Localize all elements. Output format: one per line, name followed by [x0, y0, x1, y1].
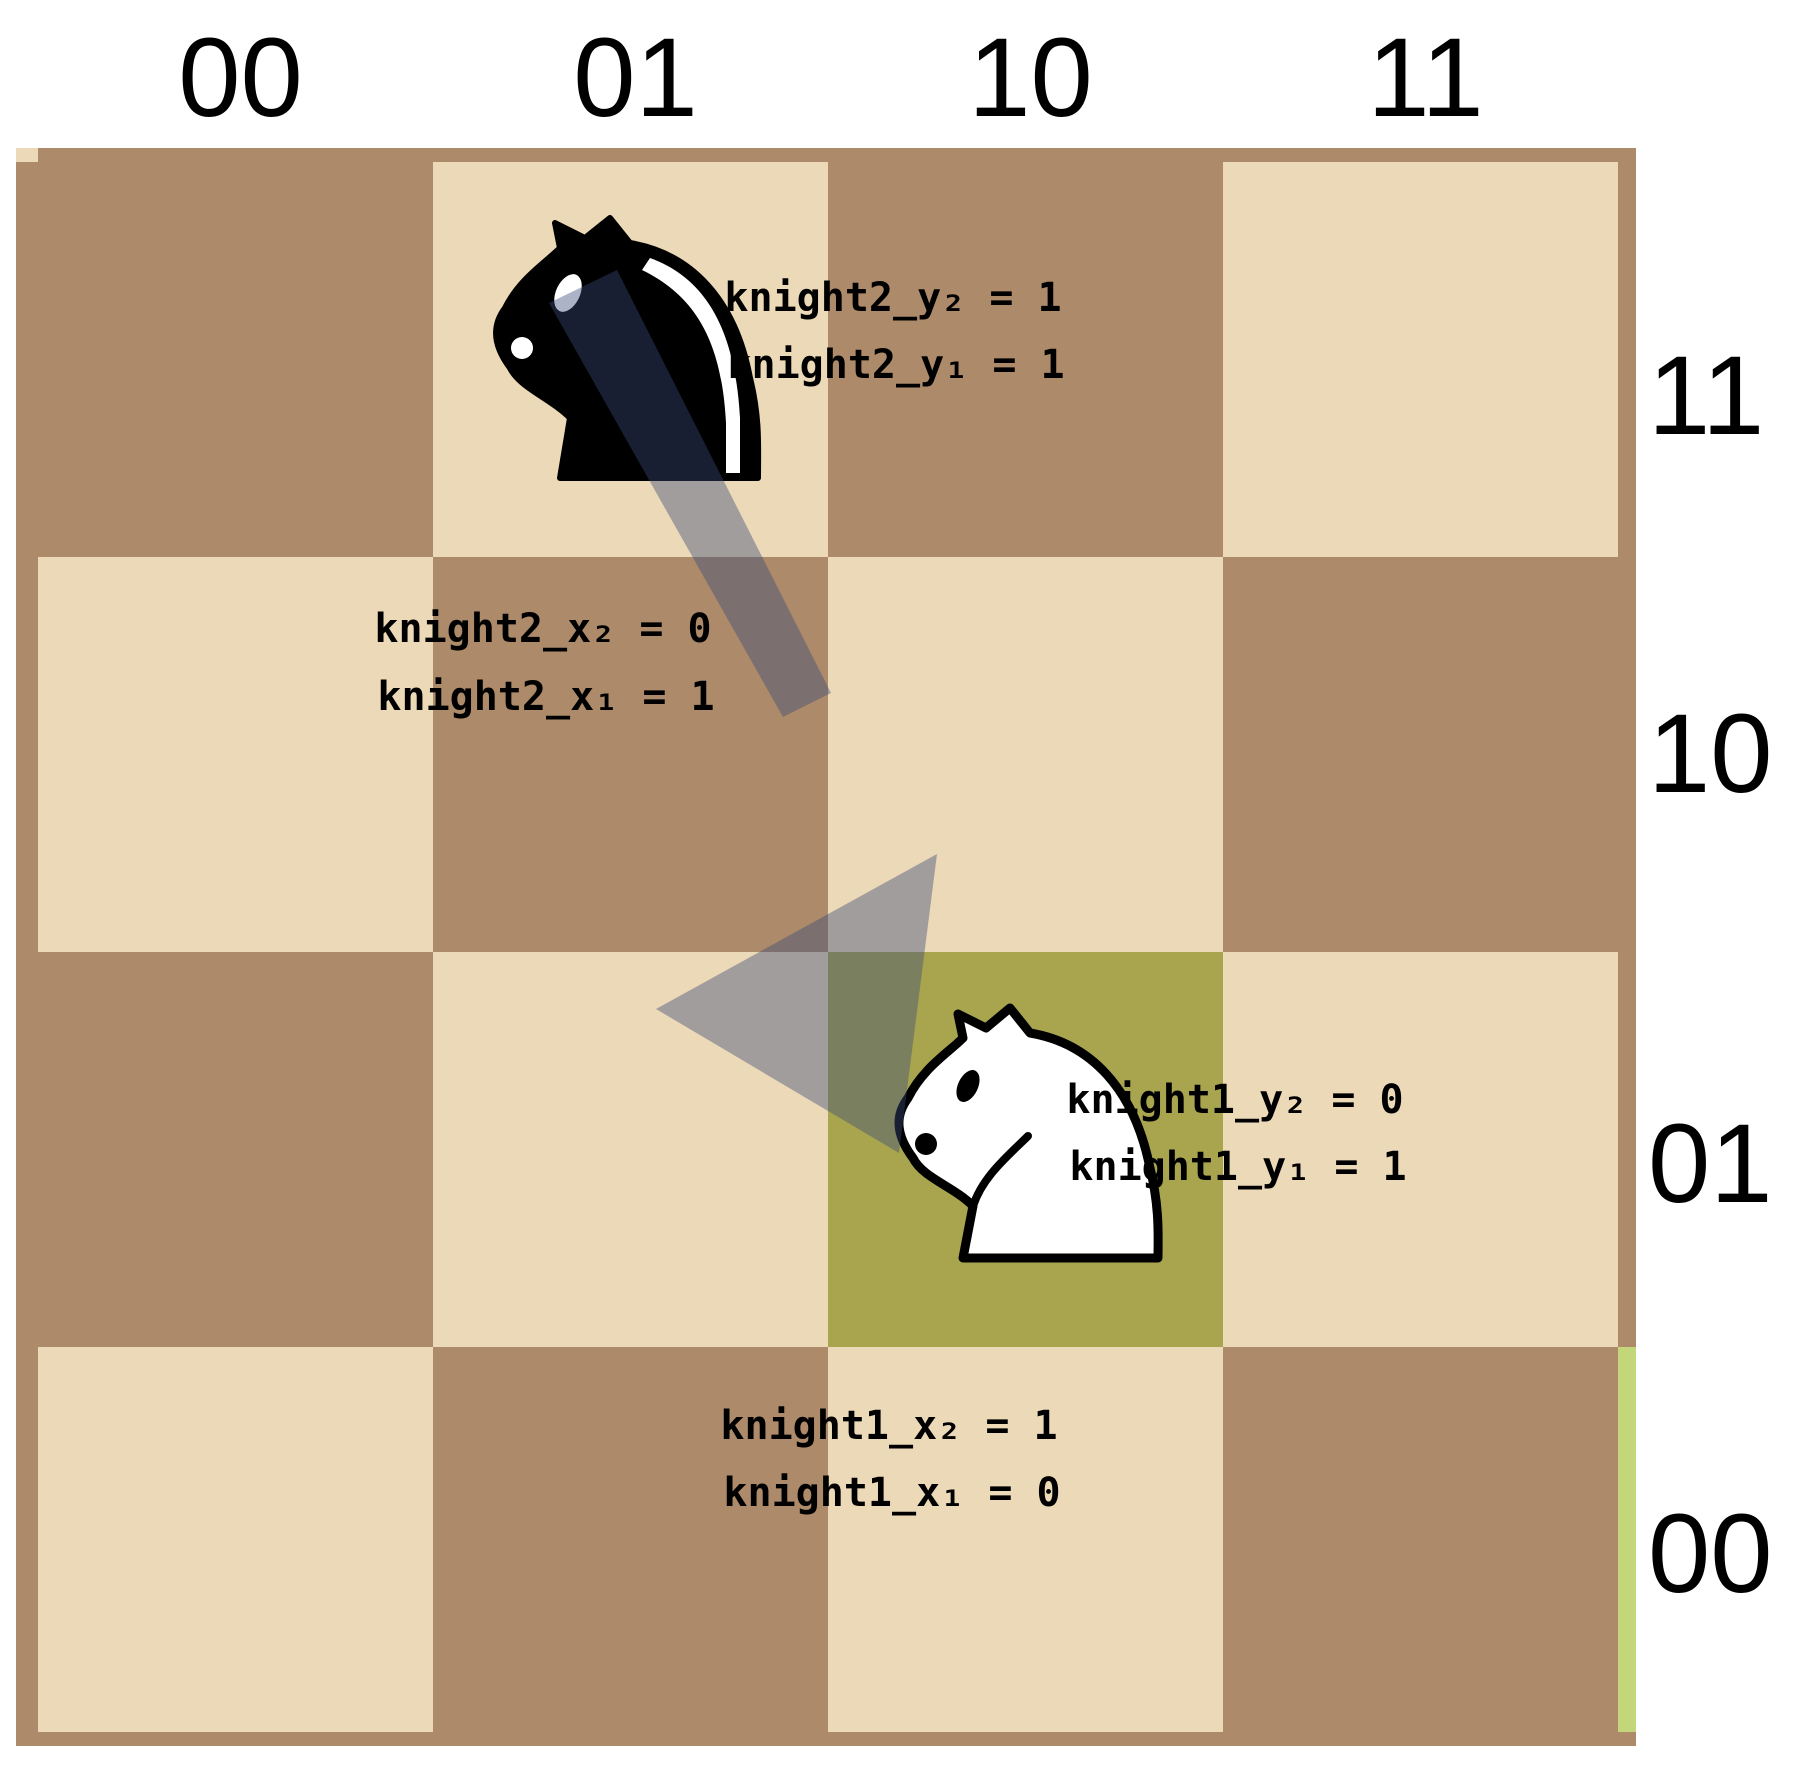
square-10-10[interactable] [828, 557, 1223, 952]
square-10-00[interactable] [828, 1347, 1223, 1732]
annotation-knight2-x1: knight2_x₁ = 1 [377, 674, 714, 720]
square-10-11[interactable] [828, 162, 1223, 557]
column-label-11: 11 [1367, 15, 1484, 140]
column-label-10: 10 [968, 15, 1093, 140]
annotation-knight2-x2: knight2_x₂ = 0 [374, 606, 711, 652]
annotation-knight1-x2: knight1_x₂ = 1 [720, 1403, 1057, 1449]
row-label-11: 11 [1648, 333, 1765, 458]
annotation-knight1-x1: knight1_x₁ = 0 [723, 1470, 1060, 1516]
edge-green-strip [1618, 1347, 1636, 1732]
square-11-11[interactable] [1223, 162, 1618, 557]
annotation-knight2-y2: knight2_y₂ = 1 [724, 275, 1061, 321]
row-label-00: 00 [1648, 1491, 1773, 1616]
square-01-00[interactable] [433, 1347, 828, 1732]
square-11-01[interactable] [1223, 952, 1618, 1347]
annotation-knight2-y1: knight2_y₁ = 1 [727, 342, 1064, 388]
arrow-shaft [549, 270, 831, 717]
column-label-01: 01 [573, 15, 698, 140]
square-00-10[interactable] [38, 557, 433, 952]
square-00-01[interactable] [38, 952, 433, 1347]
black-knight-icon[interactable] [492, 215, 762, 481]
arrow-head [656, 854, 937, 1153]
board-squares [38, 162, 1618, 1732]
square-00-11[interactable] [38, 162, 433, 557]
row-label-10: 10 [1648, 691, 1773, 816]
row-label-01: 01 [1648, 1101, 1773, 1226]
square-01-01[interactable] [433, 952, 828, 1347]
square-01-10[interactable] [433, 557, 828, 952]
square-00-00[interactable] [38, 1347, 433, 1732]
annotation-knight1-y2: knight1_y₂ = 0 [1066, 1077, 1403, 1123]
move-arrow [549, 270, 937, 1153]
white-knight-icon[interactable] [894, 1003, 1163, 1263]
frame-accent [16, 148, 38, 162]
annotation-knight1-y1: knight1_y₁ = 1 [1069, 1144, 1406, 1190]
square-11-00[interactable] [1223, 1347, 1618, 1732]
chess-board: knight2_y₂ = 1 knight2_y₁ = 1 knight2_x₂… [16, 148, 1636, 1746]
column-label-00: 00 [178, 15, 303, 140]
square-11-10[interactable] [1223, 557, 1618, 952]
